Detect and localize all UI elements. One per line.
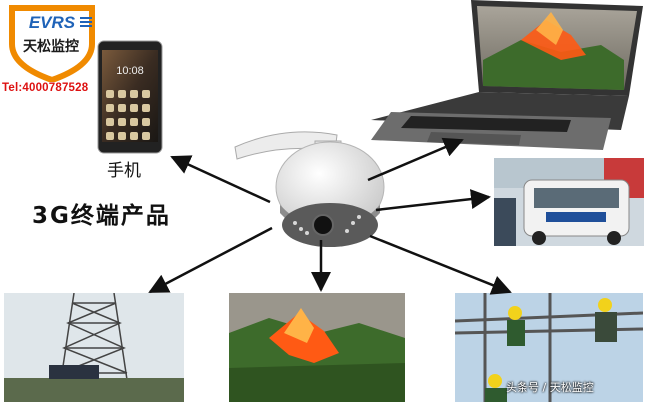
logo-text: EVRS <box>29 13 76 32</box>
product-title: 3G终端产品 <box>32 203 171 229</box>
laptop-image <box>371 0 649 160</box>
tower-photo <box>4 293 184 402</box>
brand-logo: EVRS <box>6 4 98 84</box>
brand-tel: Tel:4000787528 <box>2 82 89 94</box>
laptop-icon <box>371 0 643 150</box>
police-car-photo <box>494 158 644 246</box>
svg-text:10:08: 10:08 <box>116 65 144 77</box>
watermark: 头条号 / 天松监控 <box>506 381 594 394</box>
ptz-camera-image <box>225 117 390 257</box>
arrow-to-workers <box>369 234 512 295</box>
brand-name: 天松监控 <box>23 39 79 55</box>
forest-fire-photo <box>229 293 405 402</box>
power-workers-photo <box>455 293 643 402</box>
smartphone-image: 10:08 <box>97 40 163 154</box>
ptz-dome-camera-icon <box>234 131 385 247</box>
shield-logo-icon: EVRS <box>9 5 95 84</box>
arrow-to-police-car <box>375 189 491 212</box>
smartphone-icon: 10:08 <box>97 40 163 154</box>
phone-caption: 手机 <box>107 161 141 181</box>
